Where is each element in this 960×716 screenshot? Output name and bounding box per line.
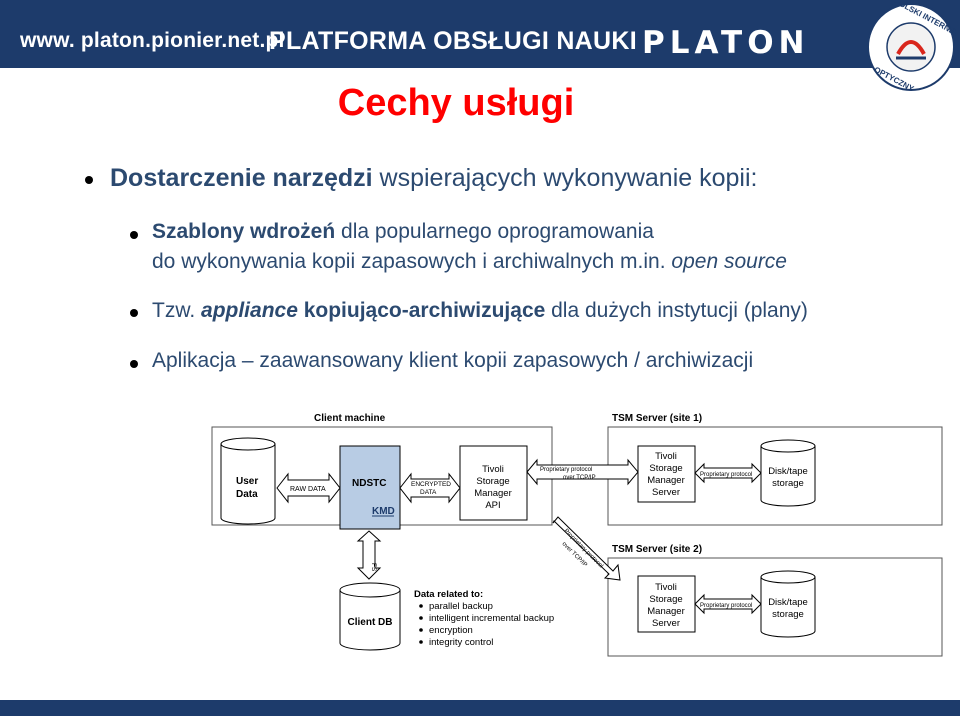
ndstc-box: NDSTC KMD [339,445,401,530]
data-related-item: intelligent incremental backup [429,613,554,624]
data-related-item: integrity control [429,637,493,648]
protocol-arrow-site1: Proprietary protocol [694,462,762,484]
protocol2-label: Proprietary protocol [700,603,752,609]
ndstc-label: NDSTC [352,478,386,489]
header-platform-title: PLATFORMA OBSŁUGI NAUKI [269,27,637,55]
bullet-dot [130,309,138,317]
raw-data-label: RAW DATA [290,486,326,493]
disk2-label-1: Disk/tape [768,597,808,608]
encrypted-label-1: ENCRYPTED [411,481,451,488]
bullet-3-rest: dla dużych instytucji (plany) [545,299,808,322]
api-label-1: Tivoli [482,464,504,475]
disk1-label-2: storage [772,478,804,489]
bullet-2: Szablony wdrożeń dla popularnego oprogra… [152,220,654,244]
kmd-label: KMD [372,506,395,517]
api-label-3: Manager [474,488,512,499]
data-related-list: Data related to: parallel backup intelli… [414,589,554,648]
data-related-item: parallel backup [429,601,493,612]
server1-label-3: Manager [647,475,685,486]
server2-label-1: Tivoli [655,582,677,593]
bullet-2-line2-text: do wykonywania kopii zapasowych i archiw… [152,250,672,273]
tsm-server-site1: Tivoli Storage Manager Server [637,445,696,503]
bullet-dot [130,231,138,239]
disk-tape-site2: Disk/tape storage [760,570,816,638]
bullet-3-bold: kopiująco-archiwizujące [297,299,546,322]
raw-data-arrow: RAW DATA [276,472,341,504]
tcpip-arrow-site1: Proprietary protocol over TCP/IP [526,458,639,486]
bullet-1: Dostarczenie narzędzi wspierających wyko… [110,164,757,193]
fs-arrow: FS [356,530,382,580]
data-related-title: Data related to: [414,589,483,600]
header-url[interactable]: www. platon.pionier.net.pl [20,29,285,52]
header-banner: www. platon.pionier.net.pl PLATFORMA OBS… [0,0,960,68]
data-related-item: encryption [429,625,473,636]
tsm-site2-frame [607,557,943,657]
disk2-label-2: storage [772,609,804,620]
bullet-dot [130,360,138,368]
architecture-diagram: Client machine TSM Server (site 1) TSM S… [211,413,943,657]
tsm-site1-label: TSM Server (site 1) [612,413,702,424]
tsm-api-box: Tivoli Storage Manager API [459,445,528,521]
bullet-2-rest: dla popularnego oprogramowania [335,220,654,243]
server1-label-1: Tivoli [655,451,677,462]
fs-label: FS [370,563,377,572]
bullet-2-line-2: do wykonywania kopii zapasowych i archiw… [152,250,787,274]
tcpip-label-2: over TCP/IP [563,475,596,481]
footer-bar [0,700,960,716]
bullet-3-italic: appliance [201,299,298,322]
server2-label-4: Server [652,618,680,629]
bullet-2-bold: Szablony wdrożeń [152,220,336,243]
encrypted-data-arrow: ENCRYPTED DATA [399,472,461,504]
server2-label-2: Storage [649,594,682,605]
api-label-4: API [485,500,500,511]
server2-label-3: Manager [647,606,685,617]
server1-label-4: Server [652,487,680,498]
bullet-3-pre: Tzw. [152,299,202,322]
tsm-site2-label: TSM Server (site 2) [612,544,702,555]
bullet-dot [85,176,93,184]
client-machine-label: Client machine [314,413,386,424]
user-data-label-2: Data [236,489,258,500]
brand-logo: PLATON [642,25,810,61]
bullet-4: Aplikacja – zaawansowany klient kopii za… [152,349,753,373]
client-db-label: Client DB [348,617,393,628]
bullet-1-rest: wspierających wykonywanie kopii: [372,164,758,192]
page-title: Cechy usługi [337,82,575,124]
disk-tape-site1: Disk/tape storage [760,439,816,507]
tcpip-label-1: Proprietary protocol [540,467,592,473]
disk1-label-1: Disk/tape [768,466,808,477]
api-label-2: Storage [476,476,509,487]
tcpip-arrow-site2: Proprietary protocol over TCP/IP [552,516,621,581]
bullet-3: Tzw. appliance kopiująco-archiwizujące d… [152,299,808,323]
protocol1-label: Proprietary protocol [700,472,752,478]
tsm-server-site2: Tivoli Storage Manager Server [637,575,696,633]
server1-label-2: Storage [649,463,682,474]
bullet-2-italic: open source [671,250,787,273]
bullet-4-text: Aplikacja – zaawansowany klient kopii za… [152,349,754,372]
bullet-1-bold: Dostarczenie narzędzi [110,164,373,192]
client-db-cylinder: Client DB [339,582,401,651]
pionier-seal-icon: POLSKI INTERNET OPTYCZNY [867,2,956,92]
user-data-cylinder: User Data [220,437,276,525]
user-data-label-1: User [236,476,258,487]
encrypted-label-2: DATA [420,489,437,496]
protocol-arrow-site2: Proprietary protocol [694,593,762,615]
